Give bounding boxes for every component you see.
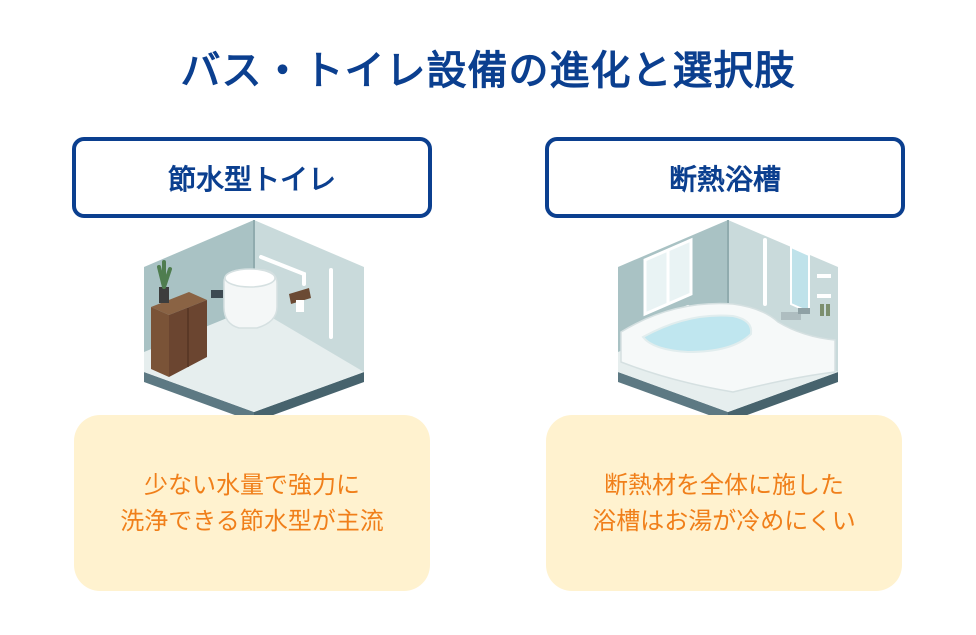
bathtub-description: 断熱材を全体に施した 浴槽はお湯が冷めにくい <box>546 415 902 591</box>
toilet-room-icon <box>144 220 364 422</box>
bathtub-desc-line-1: 断熱材を全体に施した <box>604 471 844 499</box>
bathtub-desc-line-2: 浴槽はお湯が冷めにくい <box>592 507 856 535</box>
toilet-desc-line-2: 洗浄できる節水型が主流 <box>120 507 384 535</box>
bathtub-heading: 断熱浴槽 <box>545 137 905 218</box>
bathtub-room-icon <box>618 220 838 422</box>
toilet-desc-line-1: 少ない水量で強力に <box>144 471 360 499</box>
toilet-heading: 節水型トイレ <box>72 137 432 218</box>
toilet-description: 少ない水量で強力に 洗浄できる節水型が主流 <box>74 415 430 591</box>
page-title: バス・トイレ設備の進化と選択肢 <box>180 48 796 94</box>
